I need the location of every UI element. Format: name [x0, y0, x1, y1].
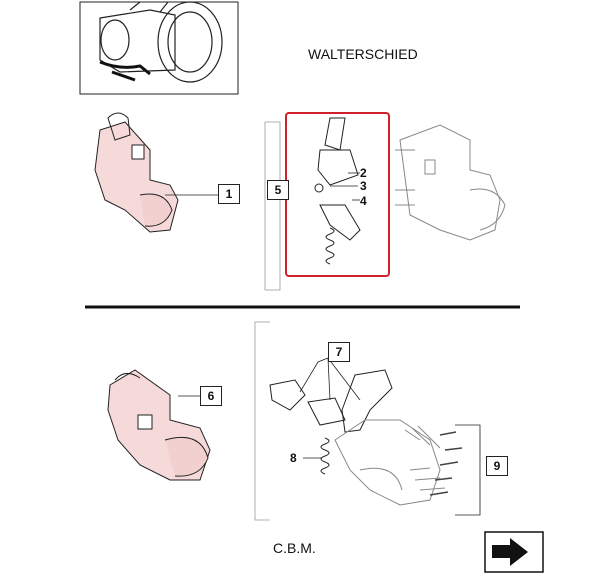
- tractor-thumbnail-icon: [79, 1, 239, 95]
- callout-7: 7: [328, 342, 350, 362]
- leader-lines-top: [330, 172, 360, 201]
- highlight-frame: [285, 112, 390, 277]
- brand-caption-top: WALTERSCHIED: [308, 46, 418, 62]
- callout-8: 8: [290, 451, 297, 465]
- leader-lines-bottom: [299, 357, 361, 459]
- latch-parts-bottom: [269, 369, 393, 475]
- latch-parts-exploded: [314, 117, 361, 265]
- callout-3: 3: [360, 179, 367, 193]
- brand-caption-bottom: C.B.M.: [273, 540, 316, 556]
- hitch-assembly-top-left: [94, 112, 218, 233]
- next-page-arrow-icon[interactable]: [484, 531, 544, 573]
- callout-6: 6: [200, 386, 222, 406]
- callout-1: 1: [218, 184, 240, 204]
- group-bracket-bottom: [254, 321, 270, 521]
- bolt-set: [429, 431, 463, 496]
- group-bracket-top: [264, 121, 281, 291]
- hitch-body-bottom-right: [334, 419, 446, 506]
- hitch-assembly-bottom-left: [107, 369, 211, 481]
- callout-2: 2: [360, 166, 367, 180]
- hitch-body-top-right: [395, 124, 506, 241]
- callout-9: 9: [486, 456, 508, 476]
- callout-5: 5: [267, 180, 289, 200]
- callout-4: 4: [360, 194, 367, 208]
- bracket-9: [455, 424, 481, 516]
